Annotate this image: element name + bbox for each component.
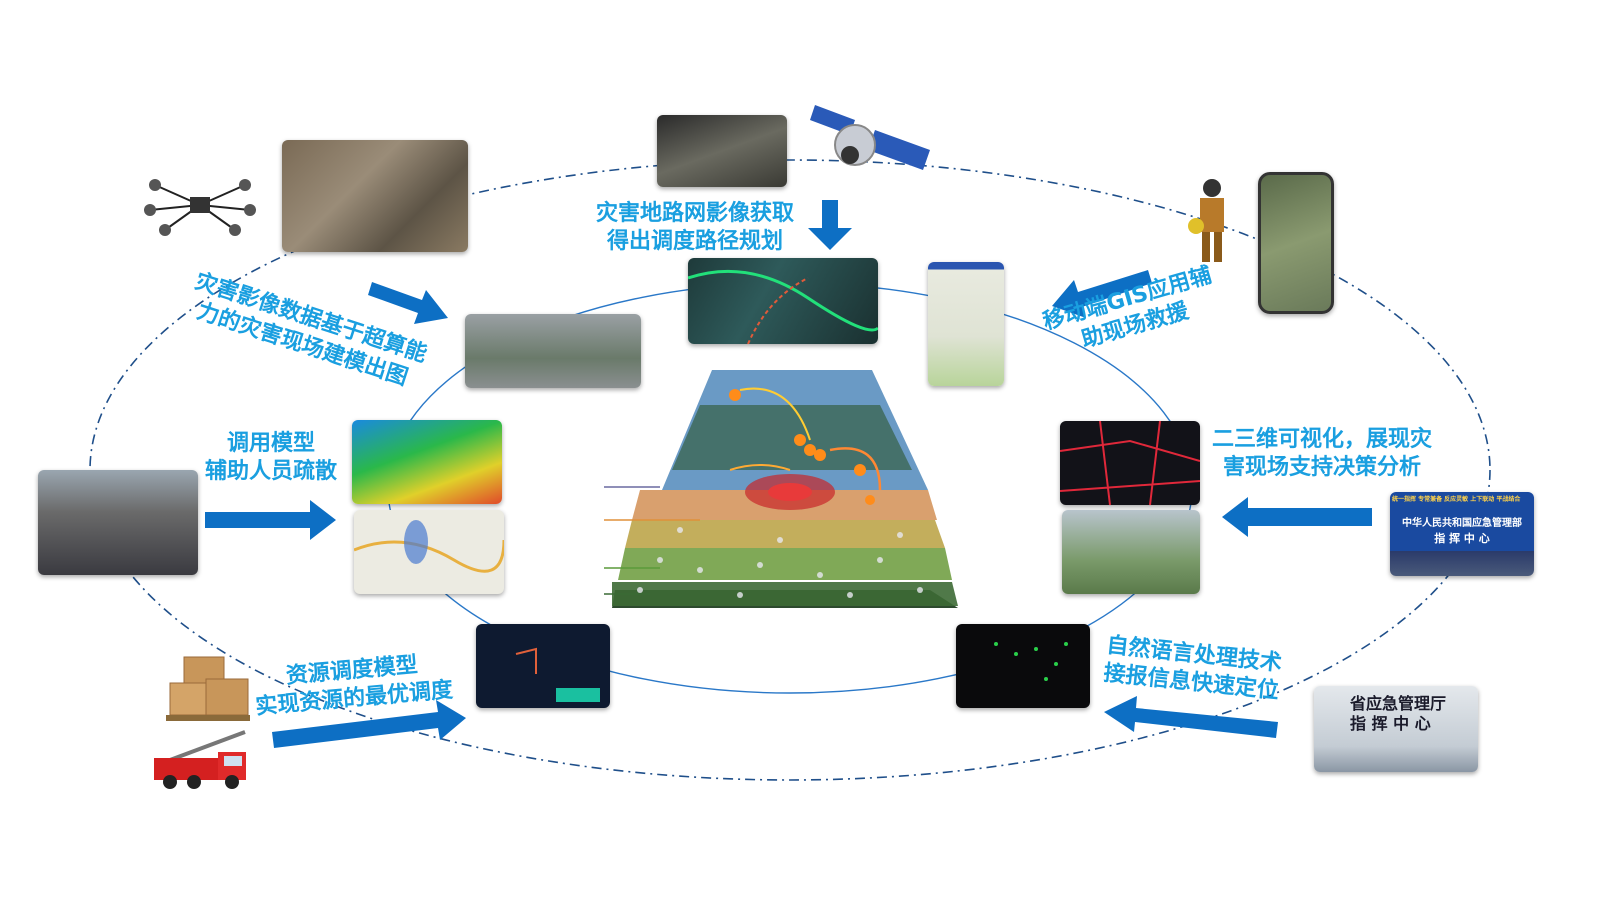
- label-top-line1: 灾害地路网影像获取: [596, 201, 795, 226]
- mobile-gis-map: [928, 262, 1004, 386]
- fire-truck-icon: [154, 730, 246, 789]
- province-title: 省应急管理厅: [1350, 694, 1447, 713]
- road-network-map: [688, 258, 878, 344]
- arrow-mid-left: [205, 500, 336, 540]
- label-mid-right: 二三维可视化，展现灾 害现场支持决策分析: [1212, 426, 1432, 482]
- label-top: 灾害地路网影像获取 得出调度路径规划: [596, 200, 794, 256]
- flow-arrows: [205, 200, 1372, 748]
- evacuation-map: [354, 510, 504, 594]
- arrow-mid-right: [1222, 497, 1372, 537]
- nlp-location-map: [956, 624, 1090, 708]
- arrow-top-down: [808, 200, 852, 250]
- center-layered-map: [604, 370, 958, 608]
- arrow-upper-left: [368, 282, 448, 324]
- firefighter-icon: [1188, 179, 1224, 262]
- terrain-model-chart: [352, 420, 502, 504]
- label-mid-left: 调用模型 辅助人员疏散: [205, 430, 337, 486]
- label-mid-right-line1: 二三维可视化，展现灾: [1212, 427, 1433, 452]
- crowd-evacuation-photo: [38, 470, 198, 575]
- arrow-low-right: [1104, 696, 1278, 738]
- road-crack-photo: [657, 115, 787, 187]
- 3d-building-scene: [1062, 510, 1200, 594]
- satellite-icon: [810, 105, 930, 170]
- ministry-subtitle: 指 挥 中 心: [1434, 532, 1490, 545]
- aerial-disaster-photo: [282, 140, 468, 252]
- province-command-center-photo: 省应急管理厅 指 挥 中 心: [1314, 686, 1478, 772]
- label-mid-right-line2: 害现场支持决策分析: [1223, 455, 1422, 480]
- ministry-command-center-photo: 统一指挥 专常兼备 反应灵敏 上下联动 平战结合 中华人民共和国应急管理部 指 …: [1390, 492, 1534, 576]
- phone-satellite-map: [1258, 172, 1334, 314]
- resource-dispatch-dashboard: [476, 624, 610, 708]
- province-subtitle: 指 挥 中 心: [1350, 714, 1431, 733]
- label-mid-left-line1: 调用模型: [227, 431, 316, 456]
- drone-icon: [144, 179, 256, 236]
- outer-dashed-ellipse: [89, 159, 1491, 781]
- label-mid-left-line2: 辅助人员疏散: [205, 459, 338, 484]
- arrow-low-left: [272, 700, 466, 748]
- arrow-upper-right: [1052, 270, 1152, 318]
- label-top-line2: 得出调度路径规划: [607, 229, 784, 254]
- cargo-boxes-icon: [166, 656, 250, 721]
- 2d-road-visualization: [1060, 421, 1200, 505]
- 3d-terrain-model: [465, 314, 641, 388]
- ministry-banner: 统一指挥 专常兼备 反应灵敏 上下联动 平战结合: [1392, 496, 1521, 503]
- ministry-title: 中华人民共和国应急管理部: [1402, 518, 1522, 529]
